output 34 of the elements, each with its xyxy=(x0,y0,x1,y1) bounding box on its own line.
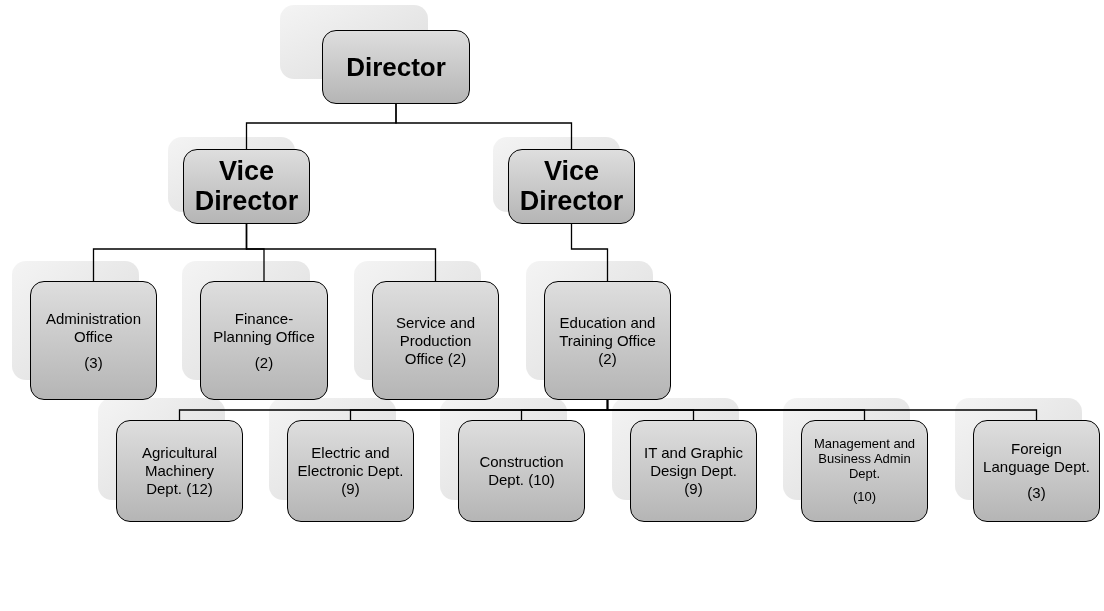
box-label: IT and Graphic Design Dept. (9) xyxy=(643,444,744,498)
box-label: Electric and Electronic Dept. (9) xyxy=(296,444,405,498)
org-box xyxy=(183,149,310,224)
box-label: Agricultural Machinery Dept. (12) xyxy=(141,444,218,498)
org-box xyxy=(508,149,635,224)
box-label: Construction Dept. (10) xyxy=(478,453,565,489)
connector-line xyxy=(570,223,609,282)
org-box xyxy=(200,281,328,400)
org-box xyxy=(630,420,757,522)
connector-line xyxy=(245,223,437,282)
org-box xyxy=(801,420,928,522)
box-label: (3) xyxy=(1027,484,1046,502)
box-label: (10) xyxy=(852,489,877,505)
box-label: Education and Training Office (2) xyxy=(558,313,657,368)
org-box xyxy=(372,281,499,400)
org-box xyxy=(30,281,157,400)
box-label: Foreign Language Dept. xyxy=(982,440,1091,476)
box-label: Vice Director xyxy=(193,156,300,217)
org-box xyxy=(458,420,585,522)
connector-line xyxy=(606,399,1038,421)
org-box xyxy=(116,420,243,522)
box-label: Administration Office xyxy=(44,309,142,346)
box-label: Vice Director xyxy=(518,156,625,217)
org-box xyxy=(322,30,470,104)
box-label: (2) xyxy=(254,353,274,372)
org-box xyxy=(973,420,1100,522)
org-box xyxy=(287,420,414,522)
org-box xyxy=(544,281,671,400)
connector-line xyxy=(395,103,573,150)
box-label: Service and Production Office (2) xyxy=(394,313,477,368)
box-label: Finance-Planning Office xyxy=(212,309,316,346)
box-label: Director xyxy=(346,50,446,84)
box-label: Management and Business Admin Dept. xyxy=(812,437,917,482)
box-label: (3) xyxy=(84,353,103,372)
